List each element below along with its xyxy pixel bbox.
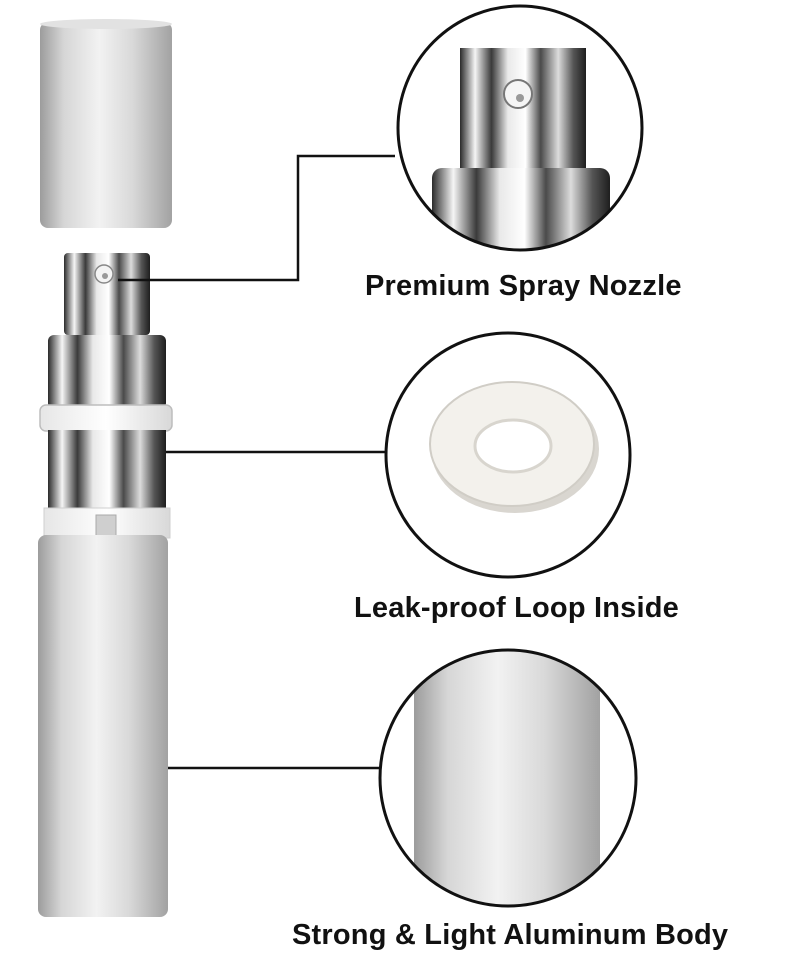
aluminum-body — [38, 535, 168, 917]
callout-lines — [118, 154, 395, 770]
nozzle-caption: Premium Spray Nozzle — [365, 270, 682, 302]
body-zoom-circle — [378, 648, 638, 908]
spray-nozzle — [64, 253, 150, 335]
gasket-zoom-circle — [384, 331, 632, 579]
nozzle-zoom-circle — [396, 4, 644, 252]
bottle-cap — [40, 19, 172, 228]
gasket-caption: Leak-proof Loop Inside — [354, 592, 680, 624]
body-caption: Strong & Light Aluminum Body — [292, 919, 729, 951]
chrome-collar — [39, 335, 173, 539]
